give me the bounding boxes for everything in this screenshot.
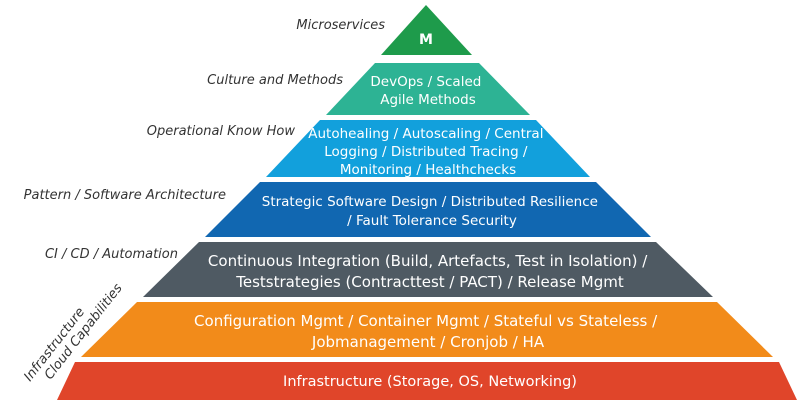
tier-line: Agile Methods [380, 92, 476, 108]
tier-microservices [381, 5, 472, 55]
tier-infrastructure-text: Infrastructure (Storage, OS, Networking) [283, 374, 577, 390]
label-ci-cd-automation: CI / CD / Automation [45, 247, 178, 262]
tier-cloud-capabilities [81, 302, 773, 357]
tier-line: DevOps / Scaled [370, 74, 481, 90]
label-operational-know-how: Operational Know How [147, 124, 296, 139]
tier-pattern-architecture [205, 182, 651, 237]
tier-cloud-text: Configuration Mgmt / Container Mgmt / St… [194, 312, 662, 351]
tier-infrastructure-base [57, 362, 797, 400]
tier-line: M [419, 32, 433, 48]
tier-line: Infrastructure (Storage, OS, Networking) [283, 374, 577, 390]
tier-pattern-text: Strategic Software Design / Distributed … [262, 194, 602, 229]
tier-line: Configuration Mgmt / Container Mgmt / St… [194, 312, 658, 330]
tier-line: Teststrategies (Contracttest / PACT) / R… [235, 273, 624, 291]
tier-culture-methods-text: DevOps / Scaled Agile Methods [370, 74, 485, 108]
tier-operational-know-how [266, 120, 590, 177]
tier-operational-text: Autohealing / Autoscaling / Central Logg… [308, 126, 548, 178]
tier-line: Autohealing / Autoscaling / Central [308, 126, 543, 142]
tier-ci-cd-automation [143, 242, 713, 297]
tier-line: Strategic Software Design / Distributed … [262, 194, 598, 210]
tier-line: Logging / Distributed Tracing / [324, 144, 528, 160]
tier-line: Monitoring / Healthchecks [340, 162, 516, 178]
tier-ci-cd-text: Continuous Integration (Build, Artefacts… [208, 252, 652, 291]
tier-line: Continuous Integration (Build, Artefacts… [208, 252, 648, 270]
label-culture-methods: Culture and Methods [207, 73, 343, 88]
label-pattern-architecture: Pattern / Software Architecture [24, 188, 226, 203]
tier-line: / Fault Tolerance Security [347, 213, 517, 229]
tier-line: Jobmanagement / Cronjob / HA [311, 333, 545, 351]
label-microservices: Microservices [296, 18, 385, 33]
tier-culture-methods [326, 63, 530, 115]
tier-microservices-text: M [419, 32, 433, 48]
